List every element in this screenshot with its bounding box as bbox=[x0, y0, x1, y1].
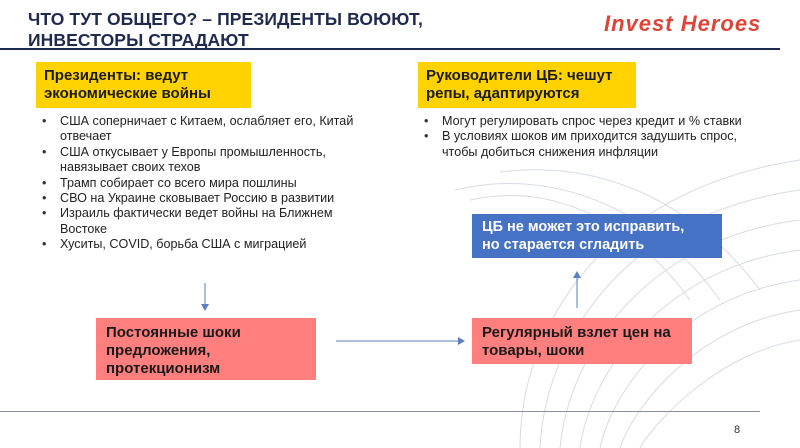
cb-cannot-fix-box: ЦБ не может это исправить, но старается … bbox=[472, 214, 722, 258]
list-item: США откусывает у Европы промышленность, … bbox=[38, 145, 378, 176]
presidents-heading-line-1: Президенты: ведут bbox=[44, 67, 189, 84]
list-item: США соперничает с Китаем, ослабляет его,… bbox=[38, 114, 378, 145]
presidents-heading: Президенты: ведут экономические войны bbox=[36, 62, 251, 108]
central-banks-heading-line-2: репы, адаптируются bbox=[426, 85, 580, 102]
supply-shocks-box: Постоянные шоки предложения, протекциони… bbox=[96, 318, 316, 380]
list-item: Израиль фактически ведет войны на Ближне… bbox=[38, 206, 378, 237]
price-spikes-line-2: товары, шоки bbox=[482, 342, 585, 359]
presidents-bullet-list: США соперничает с Китаем, ослабляет его,… bbox=[38, 114, 378, 253]
list-item: Хуситы, COVID, борьба США с миграцией bbox=[38, 237, 378, 253]
central-banks-bullet-list: Могут регулировать спрос через кредит и … bbox=[420, 114, 765, 160]
supply-shocks-line-3: протекционизм bbox=[106, 360, 221, 377]
list-item: Трамп собирает со всего мира пошлины bbox=[38, 176, 378, 192]
footer-divider bbox=[0, 411, 760, 412]
page-title: ЧТО ТУТ ОБЩЕГО? – ПРЕЗИДЕНТЫ ВОЮЮТ, ИНВЕ… bbox=[28, 9, 498, 51]
list-item: В условиях шоков им приходится задушить … bbox=[420, 129, 765, 160]
central-banks-heading: Руководители ЦБ: чешут репы, адаптируютс… bbox=[418, 62, 636, 108]
header-divider bbox=[0, 48, 780, 50]
list-item: СВО на Украине сковывает Россию в развит… bbox=[38, 191, 378, 207]
invest-heroes-logo: Invest Heroes bbox=[604, 11, 762, 36]
supply-shocks-line-2: предложения, bbox=[106, 342, 211, 359]
price-spikes-line-1: Регулярный взлет цен на bbox=[482, 324, 671, 341]
cb-box-line-1: ЦБ не может это исправить, bbox=[482, 219, 685, 235]
list-item: Могут регулировать спрос через кредит и … bbox=[420, 114, 765, 130]
price-spikes-box: Регулярный взлет цен на товары, шоки bbox=[472, 318, 692, 364]
central-banks-heading-line-1: Руководители ЦБ: чешут bbox=[426, 67, 613, 84]
presidents-heading-line-2: экономические войны bbox=[44, 85, 211, 102]
supply-shocks-line-1: Постоянные шоки bbox=[106, 324, 241, 341]
cb-box-line-2: но старается сгладить bbox=[482, 237, 645, 253]
page-title-line-2: ИНВЕСТОРЫ СТРАДАЮТ bbox=[28, 30, 249, 50]
page-title-line-1: ЧТО ТУТ ОБЩЕГО? – ПРЕЗИДЕНТЫ ВОЮЮТ, bbox=[28, 9, 423, 29]
page-number: 8 bbox=[734, 424, 741, 436]
